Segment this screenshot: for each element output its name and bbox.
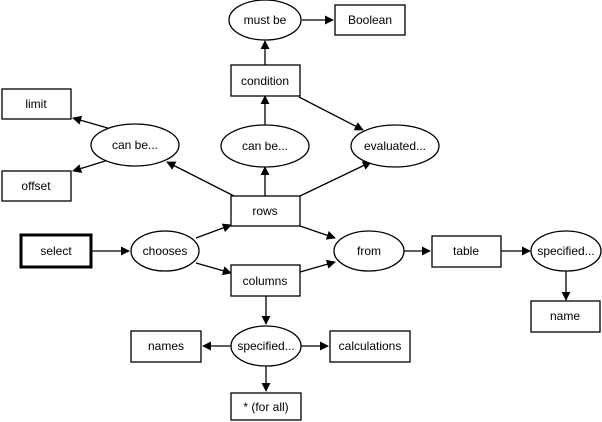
node-can-be-rows-label: can be... xyxy=(242,139,288,153)
node-must-be-label: must be xyxy=(244,13,287,27)
node-calculations-label: calculations xyxy=(339,339,402,353)
node-from-label: from xyxy=(357,244,381,258)
node-specified-table: specified... xyxy=(530,230,602,272)
node-for-all-label: * (for all) xyxy=(243,400,288,414)
node-condition-label: condition xyxy=(241,74,289,88)
node-name-label: name xyxy=(550,309,580,323)
node-for-all: * (for all) xyxy=(230,392,302,421)
node-select: select xyxy=(19,233,93,269)
node-can-be-rows: can be... xyxy=(220,124,310,168)
node-evaluated-label: evaluated... xyxy=(364,139,426,153)
node-offset-label: offset xyxy=(21,179,51,193)
node-from: from xyxy=(333,230,405,272)
node-chooses-label: chooses xyxy=(143,244,188,258)
node-rows-label: rows xyxy=(252,204,277,218)
node-specified-table-label: specified... xyxy=(537,244,594,258)
node-specified-columns: specified... xyxy=(230,325,302,367)
node-calculations: calculations xyxy=(329,330,411,363)
node-can-be-left-label: can be... xyxy=(112,138,158,152)
node-boolean-label: Boolean xyxy=(348,13,392,27)
node-boolean: Boolean xyxy=(334,4,406,36)
edge-columns-from xyxy=(299,259,336,273)
node-name: name xyxy=(530,300,601,333)
node-table-label: table xyxy=(453,244,479,258)
node-chooses: chooses xyxy=(130,230,200,272)
edge-rows-from xyxy=(299,225,336,240)
node-names: names xyxy=(130,330,202,363)
node-offset: offset xyxy=(1,170,72,202)
edge-chooses-columns xyxy=(195,262,232,276)
node-limit-label: limit xyxy=(25,97,47,111)
edge-rows-canbe-left xyxy=(166,161,235,197)
node-columns: columns xyxy=(230,264,301,297)
edge-condition-evaluated xyxy=(298,96,364,131)
node-evaluated: evaluated... xyxy=(350,124,440,168)
node-rows: rows xyxy=(230,195,301,227)
edge-rows-evaluated xyxy=(299,161,372,197)
node-select-label: select xyxy=(40,244,72,258)
node-columns-label: columns xyxy=(243,274,288,288)
edge-chooses-rows xyxy=(195,223,232,239)
node-names-label: names xyxy=(148,339,184,353)
node-limit: limit xyxy=(1,88,72,120)
node-can-be-left: can be... xyxy=(90,123,180,167)
node-table: table xyxy=(431,235,502,268)
node-condition: condition xyxy=(230,64,301,97)
node-must-be: must be xyxy=(228,0,302,41)
node-specified-columns-label: specified... xyxy=(237,339,294,353)
